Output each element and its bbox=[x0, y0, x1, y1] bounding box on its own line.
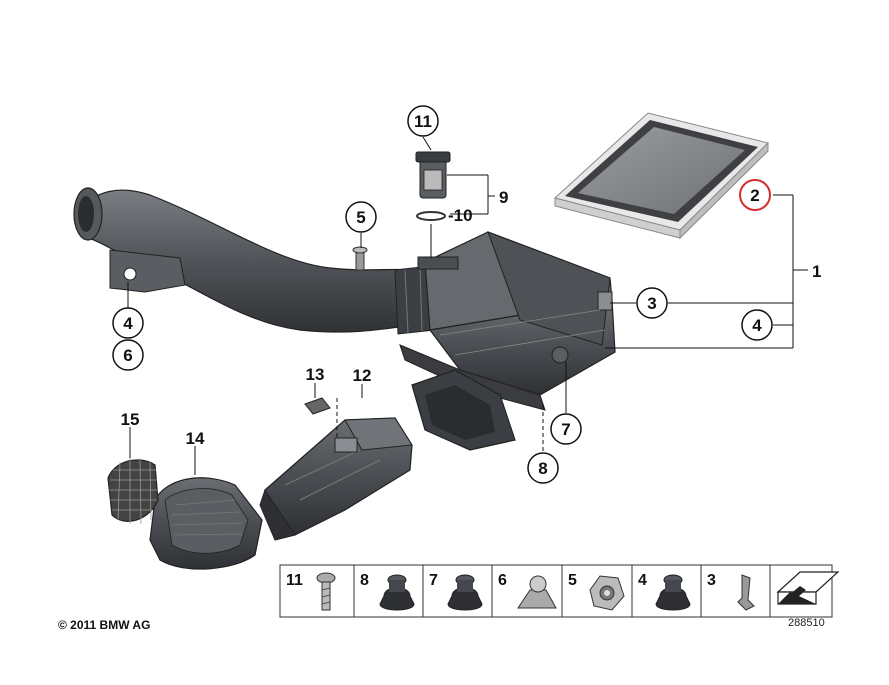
callout-3-label: 3 bbox=[647, 294, 656, 313]
arrow-icon bbox=[776, 571, 840, 605]
strip-label-8: 8 bbox=[360, 572, 369, 589]
callout-7: 7 bbox=[550, 413, 582, 445]
strip-part-bracket-6 bbox=[517, 575, 557, 609]
strip-label-3: 3 bbox=[707, 572, 716, 589]
callout-14-label: 14 bbox=[186, 429, 205, 448]
clip bbox=[304, 397, 331, 415]
callout-1-label: 1 bbox=[812, 262, 821, 281]
fastener-strip: 11 8 7 6 5 4 bbox=[279, 564, 840, 618]
callout-2-label: 2 bbox=[750, 186, 759, 205]
air-filter-element bbox=[553, 112, 769, 240]
strip-part-nut-5 bbox=[589, 575, 625, 611]
screw bbox=[352, 246, 368, 271]
strip-label-5: 5 bbox=[568, 572, 577, 589]
strip-part-clip-3 bbox=[737, 574, 755, 611]
strip-part-screw bbox=[316, 572, 336, 611]
grille bbox=[107, 457, 159, 525]
air-duct bbox=[259, 417, 413, 541]
callout-8: 8 bbox=[527, 452, 559, 484]
copyright-text: © 2011 BMW AG bbox=[58, 618, 151, 632]
callout-5: 5 bbox=[345, 201, 377, 233]
strip-label-4: 4 bbox=[638, 572, 647, 589]
callout-4-hose: 4 bbox=[112, 307, 144, 339]
callout-3: 3 bbox=[636, 287, 668, 319]
strip-label-11: 11 bbox=[286, 572, 303, 589]
leader-lines bbox=[127, 136, 808, 475]
strip-part-grommet-8 bbox=[379, 574, 415, 611]
callout-13-label: 13 bbox=[306, 365, 325, 384]
air-filter-housing bbox=[399, 231, 616, 451]
callout-6: 6 bbox=[112, 339, 144, 371]
callout-6-label: 6 bbox=[123, 346, 132, 365]
callout-2: 2 bbox=[739, 179, 771, 211]
callout-4-housing-label: 4 bbox=[752, 316, 762, 335]
o-ring bbox=[416, 211, 446, 221]
strip-part-grommet-4 bbox=[655, 574, 691, 611]
callout-4-housing: 4 bbox=[741, 309, 773, 341]
callout-8-label: 8 bbox=[538, 459, 547, 478]
callout-12-label: 12 bbox=[353, 366, 372, 385]
air-mass-sensor bbox=[415, 151, 451, 199]
callout-11: 11 bbox=[407, 105, 439, 137]
strip-label-7: 7 bbox=[429, 572, 438, 589]
callout-11-label: 11 bbox=[414, 112, 432, 131]
diagram-reference-number: 288510 bbox=[788, 617, 825, 629]
callout-4-hose-label: 4 bbox=[123, 314, 133, 333]
callout-9-label: 9 bbox=[499, 188, 508, 207]
strip-part-grommet-7 bbox=[447, 574, 483, 611]
callout-5-label: 5 bbox=[356, 208, 365, 227]
intake-hose bbox=[73, 187, 435, 335]
callout-7-label: 7 bbox=[561, 420, 570, 439]
strip-label-6: 6 bbox=[498, 572, 507, 589]
callout-10-label: -10 bbox=[448, 206, 473, 225]
callout-15-label: 15 bbox=[121, 410, 140, 429]
intake-scoop bbox=[149, 477, 263, 570]
